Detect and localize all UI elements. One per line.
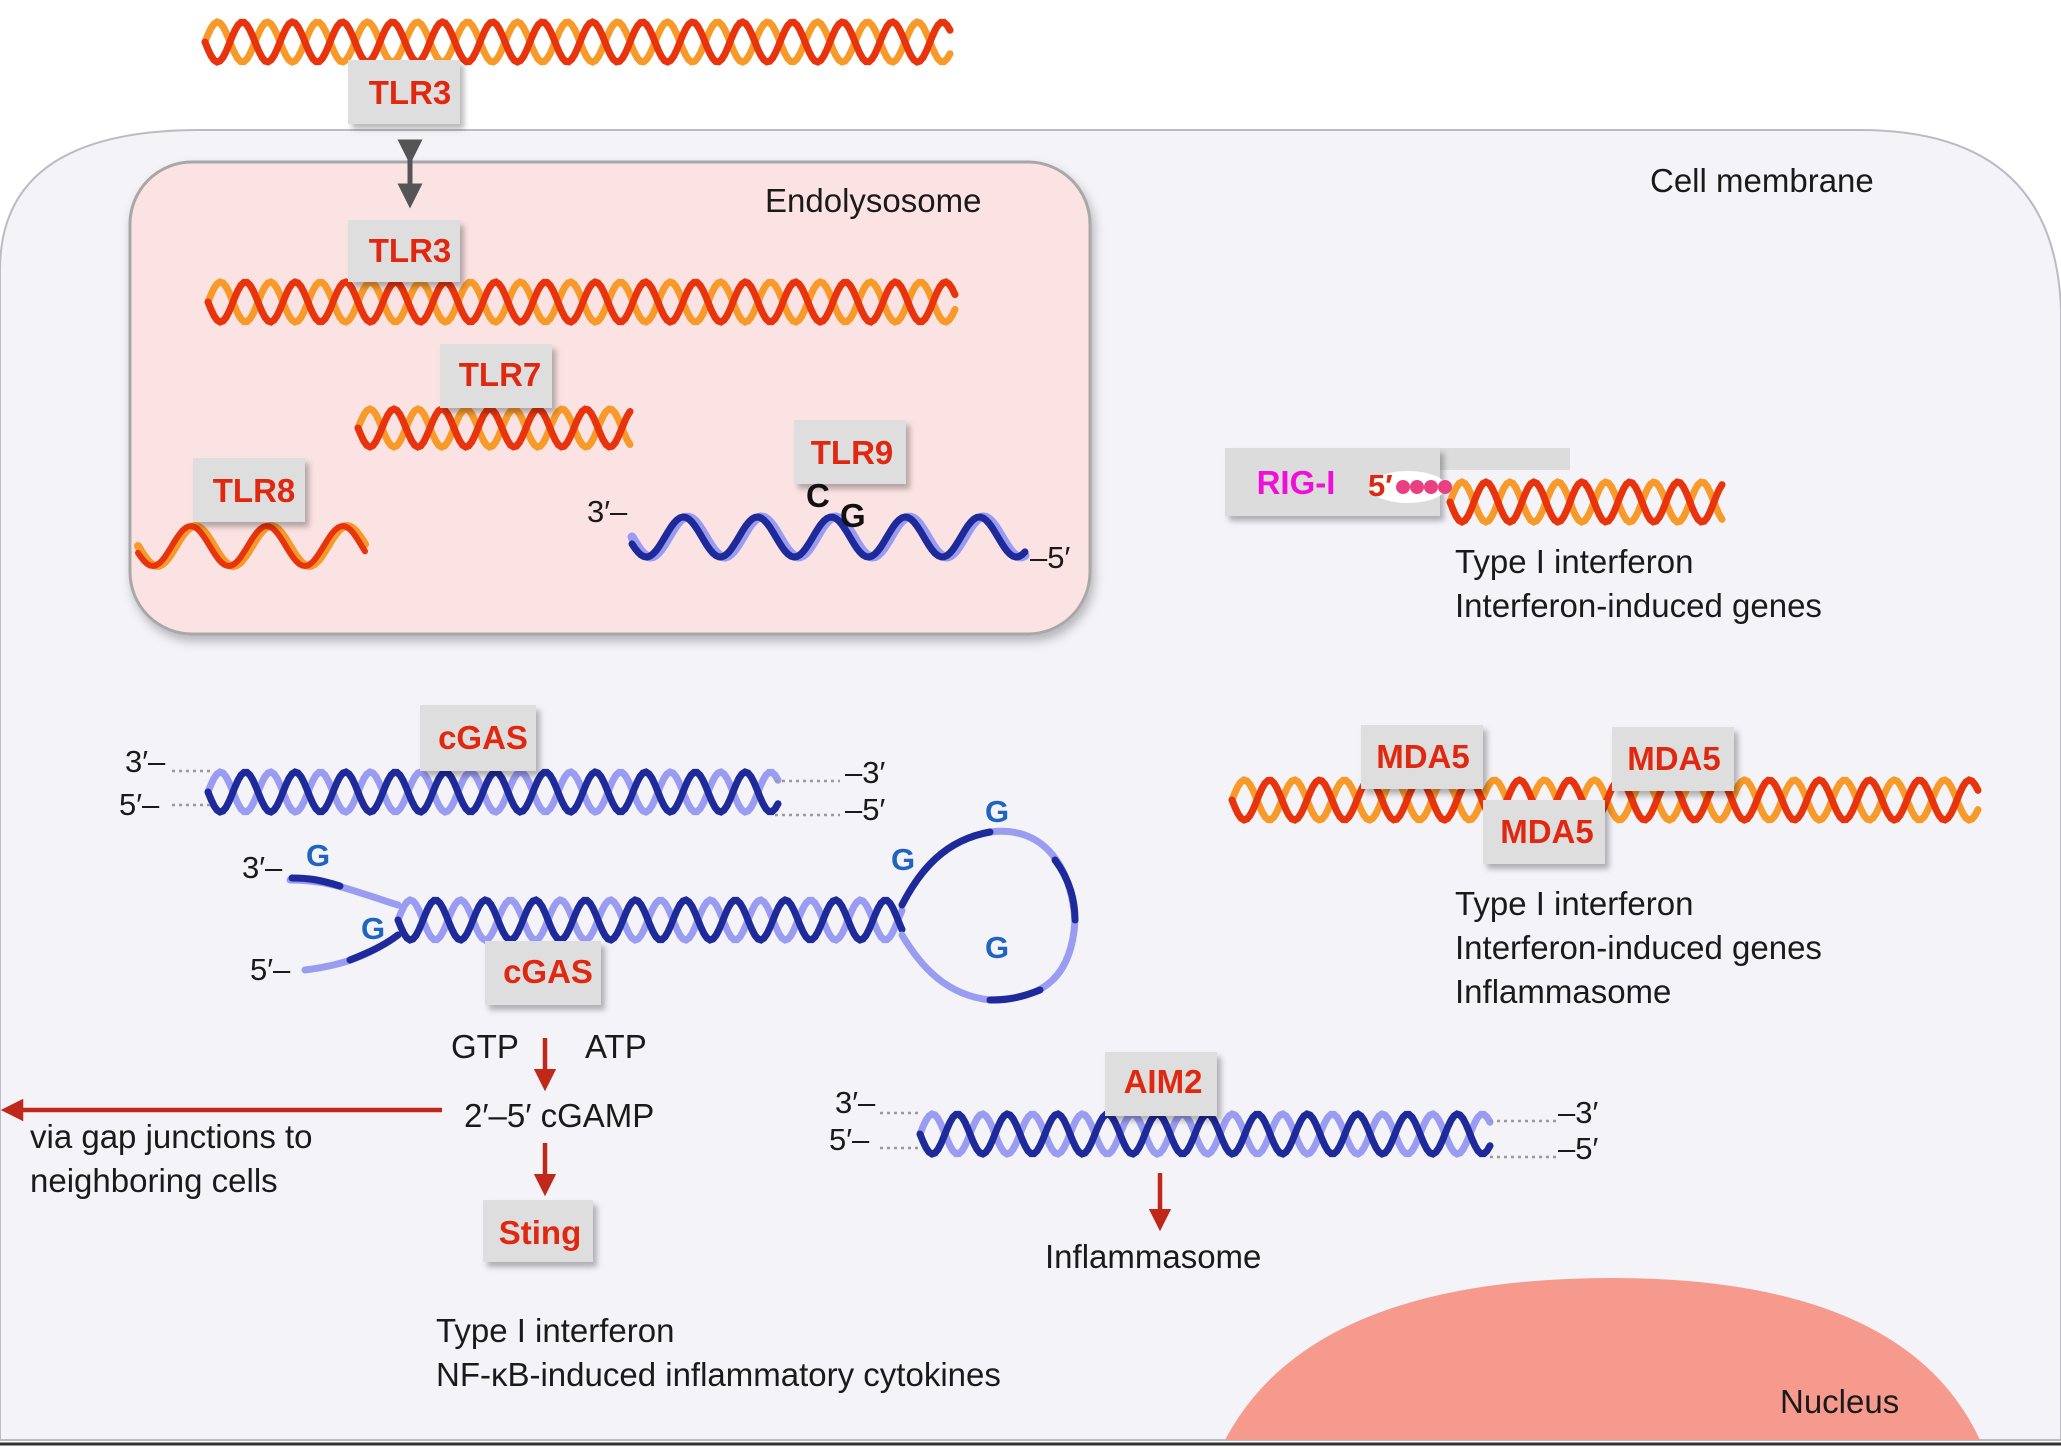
tlr8-ssrna-back bbox=[134, 521, 369, 571]
triphosphate-beads bbox=[1396, 480, 1452, 494]
cgamp-label: 2′–5′ cGAMP bbox=[464, 1097, 654, 1134]
tlr3-surface-rna-strand-a bbox=[201, 18, 954, 66]
cgas-tail-3-dark bbox=[288, 874, 344, 890]
mda5-label-c: MDA5 bbox=[1500, 813, 1594, 850]
cgas-tail-5-dark bbox=[346, 931, 402, 964]
rig-output-line1: Type I interferon bbox=[1455, 543, 1693, 580]
gap-junction-line1: via gap junctions to bbox=[30, 1118, 313, 1155]
mda5-output-line1: Type I interferon bbox=[1455, 885, 1693, 922]
rig-output-line2: Interferon-induced genes bbox=[1455, 587, 1822, 624]
rig-i-rna-strand-a bbox=[1446, 478, 1726, 526]
cgas-dup-3-left: 3′– bbox=[125, 744, 166, 779]
arrows bbox=[0, 139, 1172, 1232]
tlr9-ssdna-front bbox=[628, 513, 1029, 561]
g-label-1: G bbox=[306, 838, 330, 873]
rig-i-rna-strand-b bbox=[1446, 478, 1726, 526]
g-label-4: G bbox=[985, 794, 1009, 829]
cgas-hp-5: 5′– bbox=[250, 952, 291, 987]
tlr3-surface-label: TLR3 bbox=[369, 74, 452, 111]
sting-output-line1: Type I interferon bbox=[436, 1312, 674, 1349]
cell-membrane-label: Cell membrane bbox=[1650, 162, 1874, 199]
protein-boxes bbox=[193, 60, 1734, 1262]
rig-5prime: 5′ bbox=[1368, 468, 1393, 503]
tlr7-rna-strand-a bbox=[354, 405, 634, 451]
sting-output-line2: NF-κB-induced inflammatory cytokines bbox=[436, 1356, 1001, 1393]
aim2-5-right: –5′ bbox=[1558, 1131, 1598, 1166]
tlr9-5prime: –5′ bbox=[1030, 540, 1070, 575]
tlr8-label: TLR8 bbox=[213, 472, 296, 509]
nucleus bbox=[1225, 1278, 1980, 1440]
cgas-dup-3-right: –3′ bbox=[845, 755, 885, 790]
g-label-3: G bbox=[891, 842, 915, 877]
cpg-c: C bbox=[806, 477, 830, 514]
tlr9-3prime: 3′– bbox=[587, 494, 628, 529]
g-label-5: G bbox=[985, 930, 1009, 965]
tlr3-endo-rna-strand-a bbox=[204, 278, 959, 326]
endolysosome bbox=[128, 160, 1092, 636]
mda5-output-line2: Interferon-induced genes bbox=[1455, 929, 1822, 966]
cgas-hairpin-loop-seg3 bbox=[986, 986, 1044, 1004]
rig-i-label: RIG-I bbox=[1257, 464, 1336, 501]
aim2-label: AIM2 bbox=[1124, 1063, 1203, 1100]
gap-junction-line2: neighboring cells bbox=[30, 1162, 278, 1199]
g-label-2: G bbox=[361, 911, 385, 946]
atp-label: ATP bbox=[585, 1028, 647, 1065]
aim2-5-left: 5′– bbox=[829, 1122, 870, 1157]
tlr7-rna-strand-b bbox=[354, 405, 634, 451]
mda5-label-b: MDA5 bbox=[1627, 740, 1721, 777]
mda5-output-line3: Inflammasome bbox=[1455, 973, 1671, 1010]
cgas-label-a: cGAS bbox=[438, 719, 528, 756]
cgas-dup-5-right: –5′ bbox=[845, 792, 885, 827]
tlr7-label: TLR7 bbox=[459, 356, 542, 393]
endolysosome-label: Endolysosome bbox=[765, 182, 981, 219]
aim2-3-right: –3′ bbox=[1558, 1095, 1598, 1130]
tlr9-label: TLR9 bbox=[811, 434, 894, 471]
cgas-hairpin-loop-seg1 bbox=[898, 828, 994, 909]
gtp-label: GTP bbox=[451, 1028, 519, 1065]
cgas-dup-5-left: 5′– bbox=[119, 787, 160, 822]
sting-label: Sting bbox=[499, 1214, 581, 1251]
cgas-hairpin-loop-seg2 bbox=[1051, 856, 1079, 924]
cgas-duplex-dna-strand-a bbox=[204, 768, 782, 816]
aim2-3-left: 3′– bbox=[835, 1085, 876, 1120]
mda5-label-a: MDA5 bbox=[1376, 738, 1470, 775]
nucleus-label: Nucleus bbox=[1780, 1383, 1899, 1420]
cgas-hairpin-stem-strand-b bbox=[394, 896, 906, 944]
tlr3-endo-label: TLR3 bbox=[369, 232, 452, 269]
cgas-hp-3: 3′– bbox=[242, 850, 283, 885]
cgas-hairpin-stem-strand-a bbox=[394, 896, 906, 944]
cpg-g: G bbox=[840, 497, 866, 534]
aim2-output: Inflammasome bbox=[1045, 1238, 1261, 1275]
tlr8-ssrna-front bbox=[135, 522, 368, 570]
nucleic-acid-helices bbox=[134, 18, 1982, 1158]
cgas-label-b: cGAS bbox=[503, 953, 593, 990]
